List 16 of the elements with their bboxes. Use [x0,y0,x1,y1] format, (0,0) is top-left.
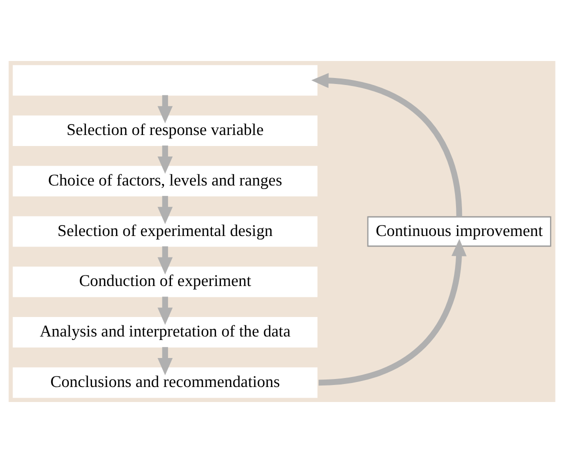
arrow [158,94,173,123]
arrow [158,195,173,224]
node-box: Conclusions and recommendations [12,366,318,398]
node-box: Analysis and interpretation of the data [12,316,318,347]
arrow [158,246,173,274]
arrow [158,296,173,324]
node-box: Continuous improvement [367,216,552,246]
arrow [158,346,173,375]
node-box: Selection of experimental design [12,216,318,246]
node-box [12,64,318,96]
arrow [158,145,173,174]
node-box: Selection of response variable [12,115,318,146]
node-box: Conduction of experiment [12,266,318,297]
arrow [311,72,462,216]
node-box: Choice of factors, levels and ranges [12,165,318,196]
arrow [318,238,467,386]
